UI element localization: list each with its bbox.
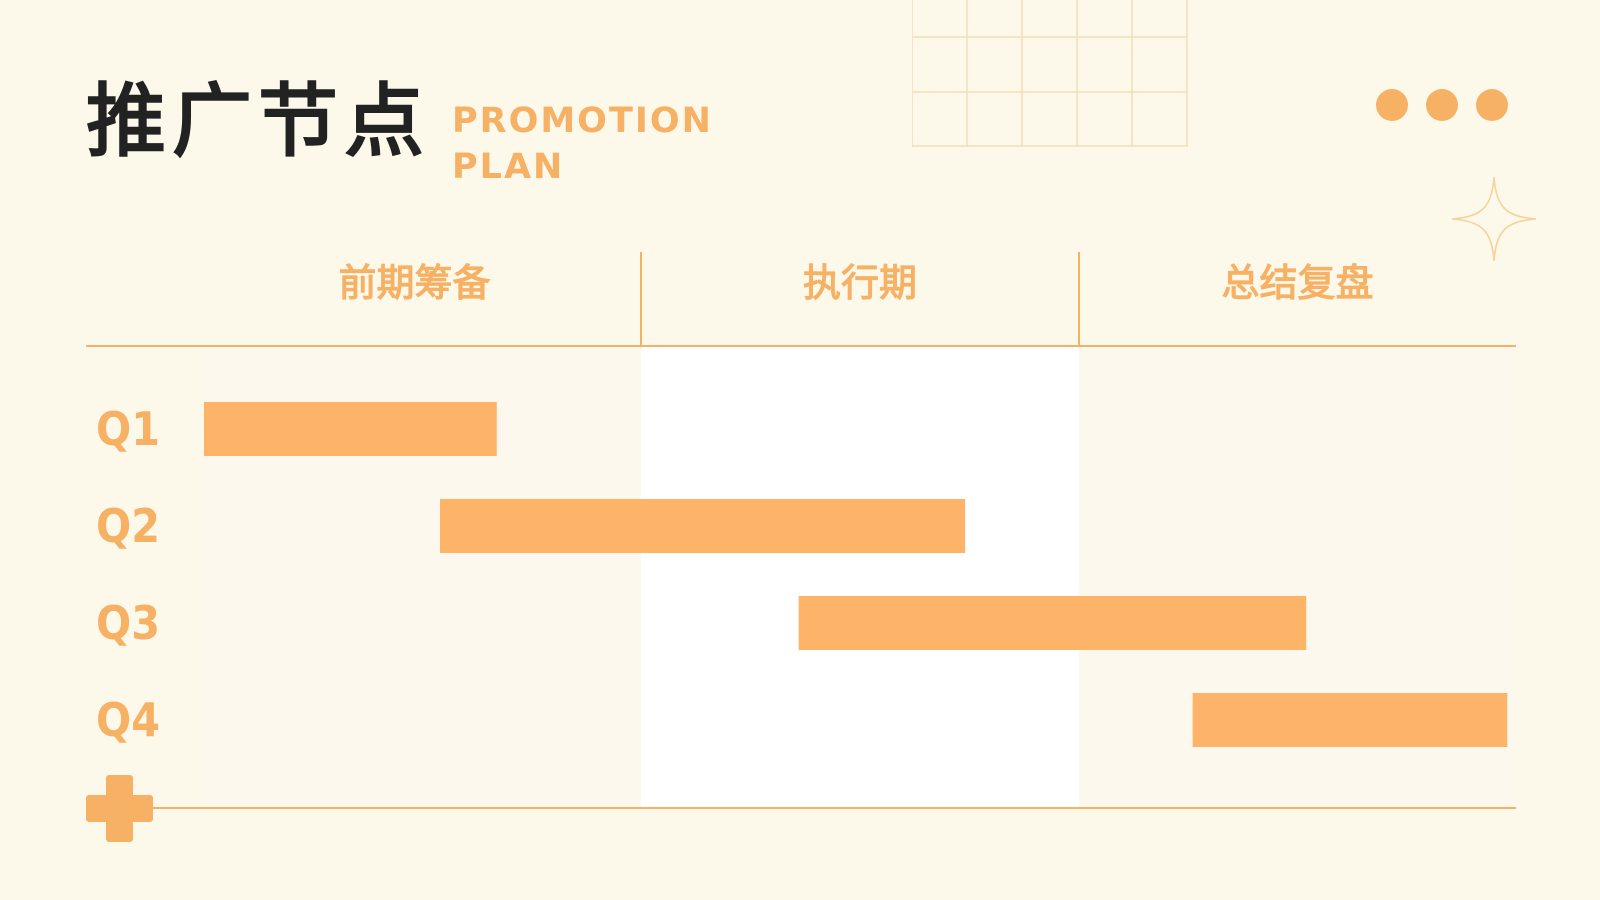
- subtitle-line-1: PROMOTION: [452, 101, 713, 141]
- row-label: Q4: [96, 693, 160, 747]
- row-label: Q1: [96, 402, 160, 456]
- dot-icon: [1476, 89, 1508, 121]
- page-title: 推广节点: [86, 75, 430, 168]
- page-subtitle: PROMOTION PLAN: [452, 98, 713, 190]
- phase-band: [641, 346, 1079, 808]
- task-bar: [439, 499, 966, 553]
- sparkle-icon: [1451, 176, 1537, 262]
- row-label: Q3: [96, 596, 160, 650]
- task-bar: [798, 596, 1307, 650]
- grid-decoration: [912, 0, 1188, 147]
- phase-label: 前期筹备: [338, 261, 491, 305]
- task-bar: [204, 402, 497, 456]
- dot-icon: [1376, 89, 1408, 121]
- row-label: Q2: [96, 499, 160, 553]
- task-bar: [1192, 693, 1508, 747]
- phase-label: 执行期: [803, 261, 917, 305]
- subtitle-line-2: PLAN: [452, 147, 565, 187]
- phase-label: 总结复盘: [1221, 261, 1373, 305]
- dots-decoration: [1376, 89, 1508, 121]
- dot-icon: [1426, 89, 1458, 121]
- plus-icon: [86, 775, 153, 842]
